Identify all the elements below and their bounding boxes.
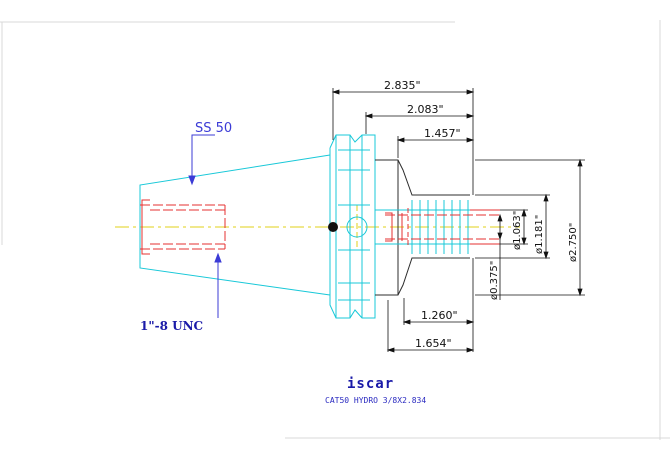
logo-caption: CAT50 HYDRO 3/8X2.834	[325, 396, 426, 405]
dim-extension-length: 1.654"	[415, 337, 452, 350]
dim-bore-depth: 1.260"	[421, 309, 458, 322]
nose-body	[375, 159, 470, 296]
dim-dia-2750: ø2.750"	[568, 223, 579, 262]
dimension-lines	[331, 88, 585, 353]
taper-label: SS 50	[195, 121, 232, 136]
dim-dia-1063: ø1.063"	[512, 211, 523, 250]
flange	[329, 134, 376, 319]
drive-key-marker	[328, 222, 338, 232]
dim-dia-1181: ø1.181"	[534, 215, 545, 254]
shank-thread-bracket	[141, 199, 150, 255]
taper-leader	[188, 134, 215, 186]
nose-detail	[375, 200, 470, 254]
shank-thread-hidden	[140, 204, 226, 250]
dim-overall-length: 2.835"	[384, 79, 421, 92]
dim-flange-length: 2.083"	[407, 103, 444, 116]
dim-dia-0375: ø0.375"	[489, 261, 500, 300]
brand-logo-text: iscar	[347, 376, 394, 392]
taper-shank	[139, 154, 331, 296]
dim-nose-length: 1.457"	[424, 127, 461, 140]
thread-label: 1"-8 UNC	[140, 319, 203, 333]
bore-hidden	[385, 208, 500, 246]
brand-logo: iscar CAT50 HYDRO 3/8X2.834	[325, 376, 426, 405]
thread-leader	[214, 252, 222, 318]
